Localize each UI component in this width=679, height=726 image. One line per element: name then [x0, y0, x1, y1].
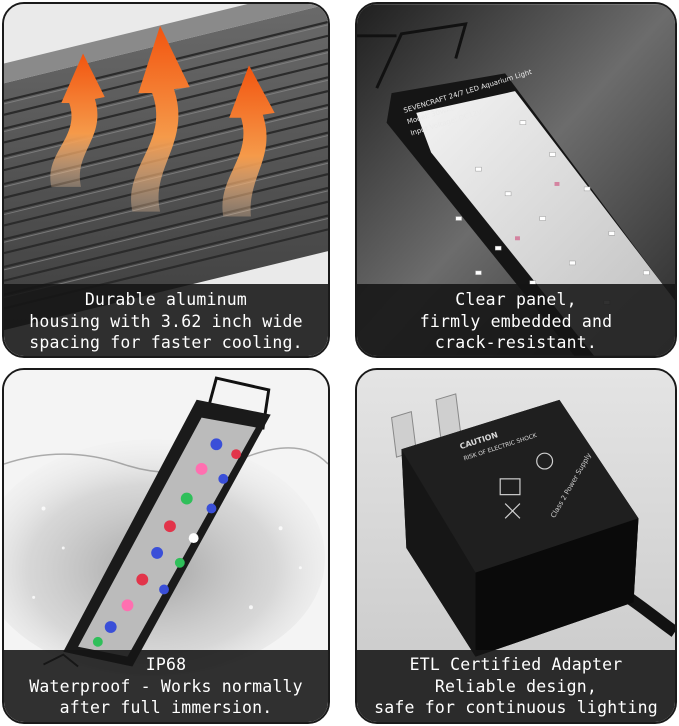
caption-line: Durable aluminum [84, 290, 248, 309]
caption-line: Clear panel, [455, 290, 577, 309]
adapter-panel: CAUTION RISK OF ELECTRIC SHOCK Class 2 P… [355, 368, 677, 724]
heat-arrow-icon [50, 25, 275, 217]
bracket-icon [205, 376, 271, 430]
caption-line: safe for continuous lighting [374, 698, 658, 717]
housing-caption: Durable aluminum housing with 3.62 inch … [4, 284, 328, 356]
caption-line: crack-resistant. [434, 333, 598, 352]
plug-prong-icon [391, 393, 462, 458]
caption-line: Waterproof - Works normally [29, 676, 303, 696]
bracket-icon [357, 22, 468, 89]
waterproof-caption: IP68 Waterproof - Works normally after f… [4, 650, 328, 722]
caption-line: Reliable design, [434, 676, 598, 696]
adapter-caption: ETL Certified Adapter Reliable design, s… [357, 650, 675, 722]
heatsink-illustration [4, 4, 328, 356]
caption-line: IP68 [145, 655, 187, 674]
caption-line: ETL Certified Adapter [409, 655, 623, 674]
caption-line: after full immersion. [59, 698, 273, 717]
led-dots [92, 438, 242, 647]
housing-panel: Durable aluminum housing with 3.62 inch … [2, 2, 330, 358]
waterproof-panel: IP68 Waterproof - Works normally after f… [2, 368, 330, 724]
caption-line: firmly embedded and [419, 311, 613, 331]
clear-panel-caption: Clear panel, firmly embedded and crack-r… [357, 284, 675, 356]
caption-line: housing with 3.62 inch wide [29, 311, 303, 331]
certification-icon [499, 452, 554, 519]
clear-panel-panel: SEVENCRAFT 24/7 LED Aquarium Light Model… [355, 2, 677, 358]
caption-line: spacing for faster cooling. [29, 333, 303, 352]
